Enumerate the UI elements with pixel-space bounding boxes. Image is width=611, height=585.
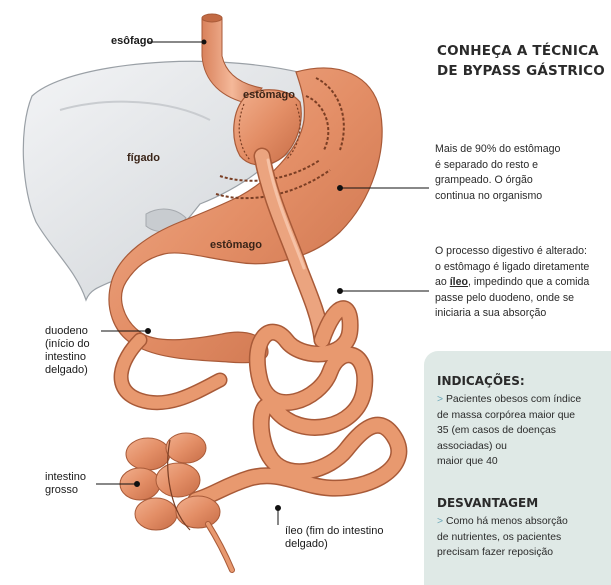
- ileo-emphasis: íleo: [449, 276, 468, 288]
- intestino-grosso-label: intestino grosso: [45, 471, 86, 496]
- large-intestine-shape: [119, 432, 235, 573]
- figado-label: fígado: [127, 152, 160, 164]
- estomago-pouch-label: estômago: [243, 89, 295, 101]
- esofago-label: esôfago: [111, 35, 154, 47]
- stomach-pouch-shape: [233, 89, 302, 166]
- indicacoes-heading: INDICAÇÕES:: [437, 374, 525, 388]
- desvantagem-text: > Como há menos absorção de nutrientes, …: [437, 516, 568, 558]
- ileo-label: íleo (fim do intestino delgado): [285, 525, 384, 550]
- stomach-main-shape: [108, 67, 383, 364]
- page-title: CONHEÇA A TÉCNICA DE BYPASS GÁSTRICO: [437, 43, 605, 79]
- info-panel: [424, 351, 611, 585]
- stomach-separated-text: Mais de 90% do estômago é separado do re…: [435, 143, 561, 202]
- digestive-process-text: O processo digestivo é alterado: o estôm…: [435, 245, 590, 319]
- arrow-bullet-icon: >: [437, 394, 444, 405]
- arrow-bullet-icon: >: [437, 516, 444, 527]
- desvantagem-heading: DESVANTAGEM: [437, 496, 539, 510]
- estomago-main-label: estômago: [210, 239, 262, 251]
- indicacoes-text: > Pacientes obesos com índice de massa c…: [437, 394, 582, 467]
- duodeno-label: duodeno (início do intestino delgado): [45, 325, 90, 376]
- small-intestine-coils: [187, 300, 408, 509]
